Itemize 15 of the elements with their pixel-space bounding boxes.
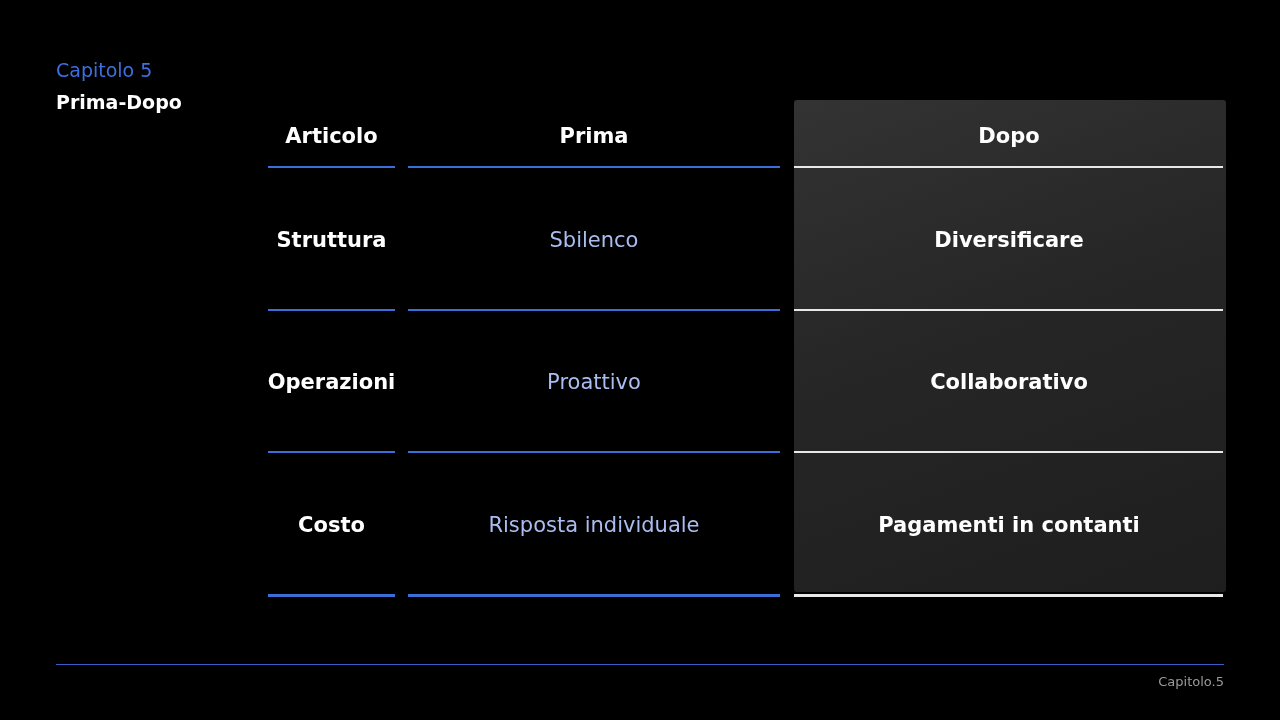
cell-text: Pagamenti in contanti: [878, 513, 1140, 537]
cell-text: Sbilenco: [549, 228, 639, 252]
row-label: Struttura: [276, 228, 387, 252]
cell-text: Risposta individuale: [488, 513, 700, 537]
cell-text: Collaborativo: [930, 370, 1088, 394]
chapter-title: Capitolo 5: [56, 59, 153, 81]
cell-text: Proattivo: [547, 370, 641, 394]
cell-text: Diversificare: [934, 228, 1084, 252]
row-label: Costo: [298, 513, 365, 537]
column-header: Prima: [559, 124, 629, 148]
row-label: Operazioni: [267, 370, 396, 394]
page-footer: Capitolo.5: [1158, 674, 1224, 689]
column-header: Articolo: [285, 124, 378, 148]
slide-subtitle: Prima-Dopo: [56, 91, 182, 113]
column-header: Dopo: [978, 124, 1040, 148]
